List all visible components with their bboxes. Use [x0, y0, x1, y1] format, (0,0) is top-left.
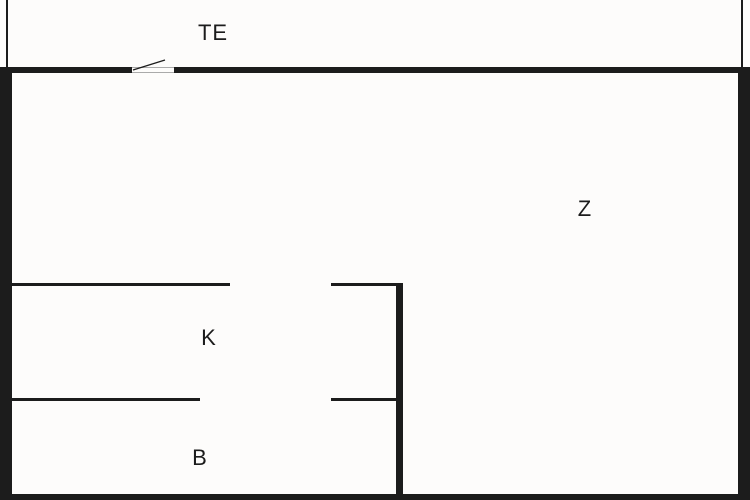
terrace-wall-left [6, 0, 8, 70]
room-label-terrace: TE [197, 20, 229, 45]
top-wall-right [174, 67, 750, 73]
bottom-wall [0, 494, 750, 500]
kitchen-top-wall-right [331, 283, 403, 286]
bathroom-top-wall-right [331, 398, 397, 401]
top-wall-left [0, 67, 132, 73]
right-wall [738, 67, 750, 500]
bathroom-top-wall-left [12, 398, 200, 401]
room-label-bathroom: B [192, 445, 208, 470]
kitchen-top-wall-left [12, 283, 230, 286]
room-label-living: Z [577, 196, 593, 221]
terrace-door [132, 67, 174, 73]
door-swing-icon [132, 59, 166, 71]
terrace-wall-right [741, 0, 743, 70]
kitchen-right-wall [396, 283, 403, 497]
left-wall [0, 67, 12, 500]
room-label-kitchen: K [201, 325, 217, 350]
